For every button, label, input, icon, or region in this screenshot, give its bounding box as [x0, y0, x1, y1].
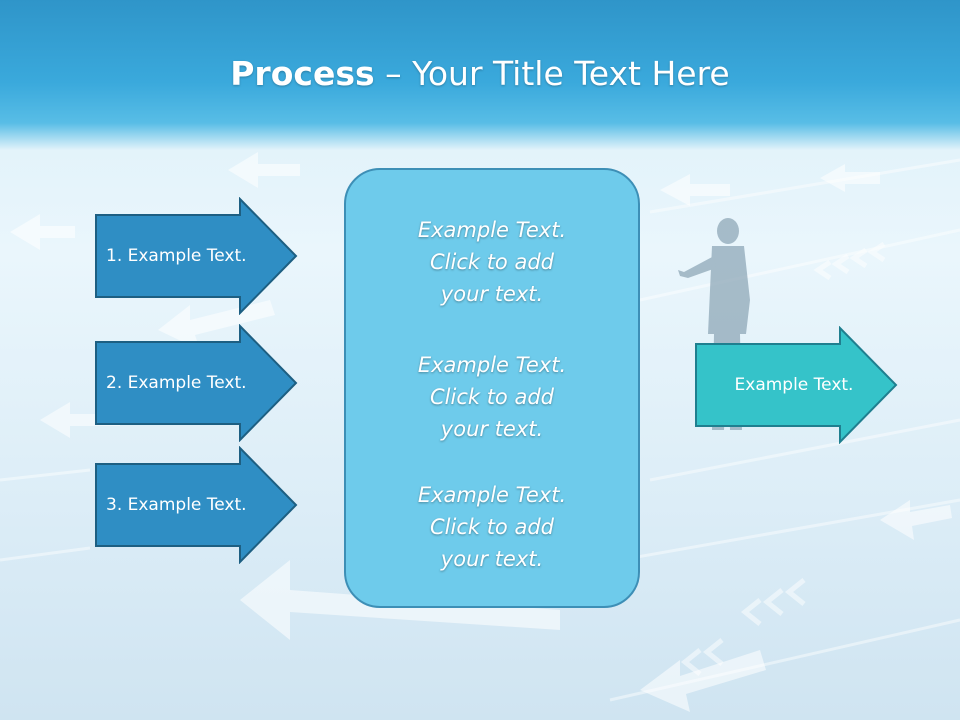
input-arrow-3-label: 3. Example Text. [106, 495, 247, 515]
input-arrow-1-label: 1. Example Text. [106, 246, 247, 266]
center-paragraph-1-line-1: Example Text. [417, 218, 567, 242]
output-arrow-label: Example Text. [734, 375, 854, 395]
input-arrow-1: 1. Example Text. [94, 197, 300, 315]
center-paragraph-3-line-2: Click to add [429, 515, 554, 539]
input-arrow-2-shape [95, 324, 298, 442]
center-paragraph-2-line-1: Example Text. [417, 353, 567, 377]
center-paragraph-2-line-2: Click to add [429, 385, 554, 409]
slide-title: Process – Your Title Text Here [0, 52, 960, 96]
center-paragraph-1: Example Text. Click to add your text. [346, 214, 638, 310]
input-arrow-2-label: 2. Example Text. [106, 373, 247, 393]
title-rest: – Your Title Text Here [374, 54, 730, 93]
header-band [0, 0, 960, 150]
title-bold: Process [230, 54, 375, 93]
input-arrow-3-shape [95, 446, 298, 564]
input-arrow-2: 2. Example Text. [94, 324, 300, 442]
center-paragraph-2: Example Text. Click to add your text. [346, 349, 638, 445]
background-chevrons [680, 241, 886, 676]
output-arrow-shape [695, 326, 898, 444]
center-paragraph-3: Example Text. Click to add your text. [346, 479, 638, 575]
input-arrow-3: 3. Example Text. [94, 446, 300, 564]
center-process-box: Example Text. Click to add your text. Ex… [344, 168, 640, 608]
output-arrow: Example Text. [694, 326, 900, 444]
center-paragraph-1-line-2: Click to add [429, 250, 554, 274]
center-paragraph-3-line-3: your text. [440, 547, 544, 571]
input-arrow-1-shape [95, 197, 298, 315]
center-paragraph-1-line-3: your text. [440, 282, 544, 306]
center-paragraph-2-line-3: your text. [440, 417, 544, 441]
center-paragraph-3-line-1: Example Text. [417, 483, 567, 507]
background-lines [0, 158, 960, 702]
